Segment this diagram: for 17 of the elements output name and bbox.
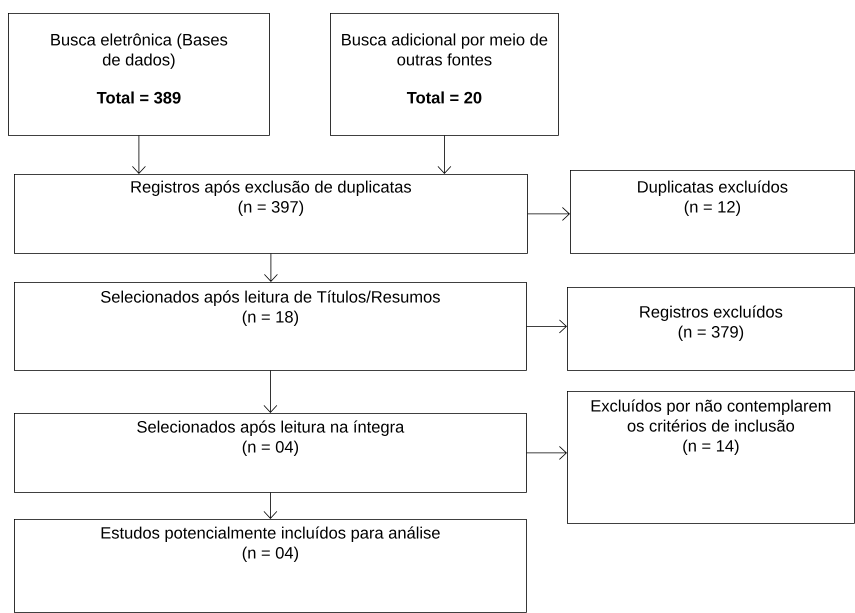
arrow (526, 320, 567, 334)
process-box: Selecionados após leitura na íntegra (n = 04) (14, 413, 527, 493)
arrow (526, 446, 567, 460)
process-box: Busca adicional por meio de outras fontes Total = 20 (330, 13, 559, 136)
process-box: Registros excluídos (n = 379) (567, 287, 855, 371)
arrow (264, 492, 278, 519)
process-box: Estudos potencialmente incluídos para análise (n = 04) (14, 519, 527, 613)
process-box: Excluídos por não contemplarem os critérios de inclusão (n = 14) (567, 391, 855, 524)
arrow (527, 207, 570, 221)
arrow (132, 135, 146, 174)
process-box: Duplicatas excluídos (n = 12) (570, 170, 855, 254)
arrow (438, 135, 452, 174)
arrow (264, 253, 278, 282)
process-box: Busca eletrônica (Bases de dados) Total = 389 (8, 13, 270, 136)
arrow (264, 370, 278, 413)
process-box: Selecionados após leitura de Títulos/Resumos (n = 18) (14, 282, 527, 371)
process-box: Registros após exclusão de duplicatas (n = 397) (14, 174, 528, 254)
